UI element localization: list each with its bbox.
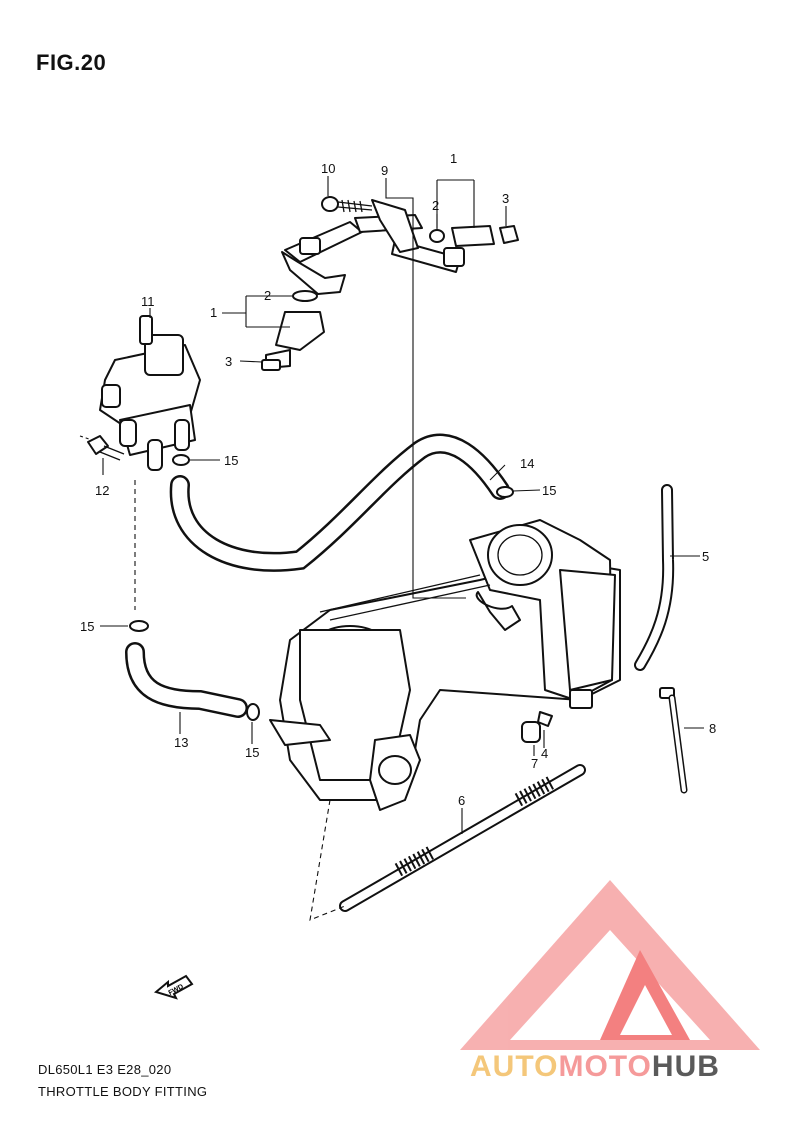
fuel-delivery-pipe [281,199,461,295]
callout-15-b: 15 [542,483,556,498]
leader-lines [100,176,704,921]
callout-11: 11 [141,294,155,309]
hose-13 [125,642,248,718]
callout-10: 10 [321,161,335,176]
fwd-arrow-icon: FWD [153,974,194,1000]
clip-15-d [246,703,260,721]
callout-8: 8 [709,721,716,736]
watermark-logo [460,880,760,1050]
callout-5: 5 [702,549,709,564]
bolt-12 [87,435,125,461]
model-code: DL650L1 E3 E28_020 [38,1062,172,1077]
callout-3-top: 3 [502,191,509,206]
callout-2-top: 2 [432,198,439,213]
watermark-hub: HUB [651,1050,720,1083]
injector-left [261,290,325,371]
hose-14 [169,433,510,572]
cable-tie-8 [659,687,688,794]
watermark-text: AUTOMOTOHUB [470,1050,720,1084]
callout-13: 13 [174,735,188,750]
callout-9: 9 [381,163,388,178]
watermark-moto: MOTO [558,1050,652,1083]
watermark-auto: AUTO [470,1050,559,1083]
clip-15-b [496,486,514,498]
callout-15-d: 15 [245,745,259,760]
figure-name: THROTTLE BODY FITTING [38,1084,208,1099]
callout-14: 14 [520,456,534,471]
collar-7 [521,711,553,743]
callout-4: 4 [541,746,548,761]
isc-valve [99,315,201,471]
injector-top [429,225,519,267]
clip-15-c [129,620,149,632]
throttle-body [269,519,621,811]
callout-2-left: 2 [264,288,271,303]
callout-12: 12 [95,483,109,498]
figure-title: FIG.20 [36,50,107,75]
clip-15-a [172,454,190,466]
callout-1-left: 1 [210,305,217,320]
hose-5 [634,484,675,671]
callout-1-top: 1 [450,151,457,166]
callout-15-a: 15 [224,453,238,468]
callout-6: 6 [458,793,465,808]
screw-10 [321,196,373,213]
callout-3-left: 3 [225,354,232,369]
callout-7: 7 [531,756,538,771]
callout-15-c: 15 [80,619,94,634]
rod-6 [339,764,586,912]
